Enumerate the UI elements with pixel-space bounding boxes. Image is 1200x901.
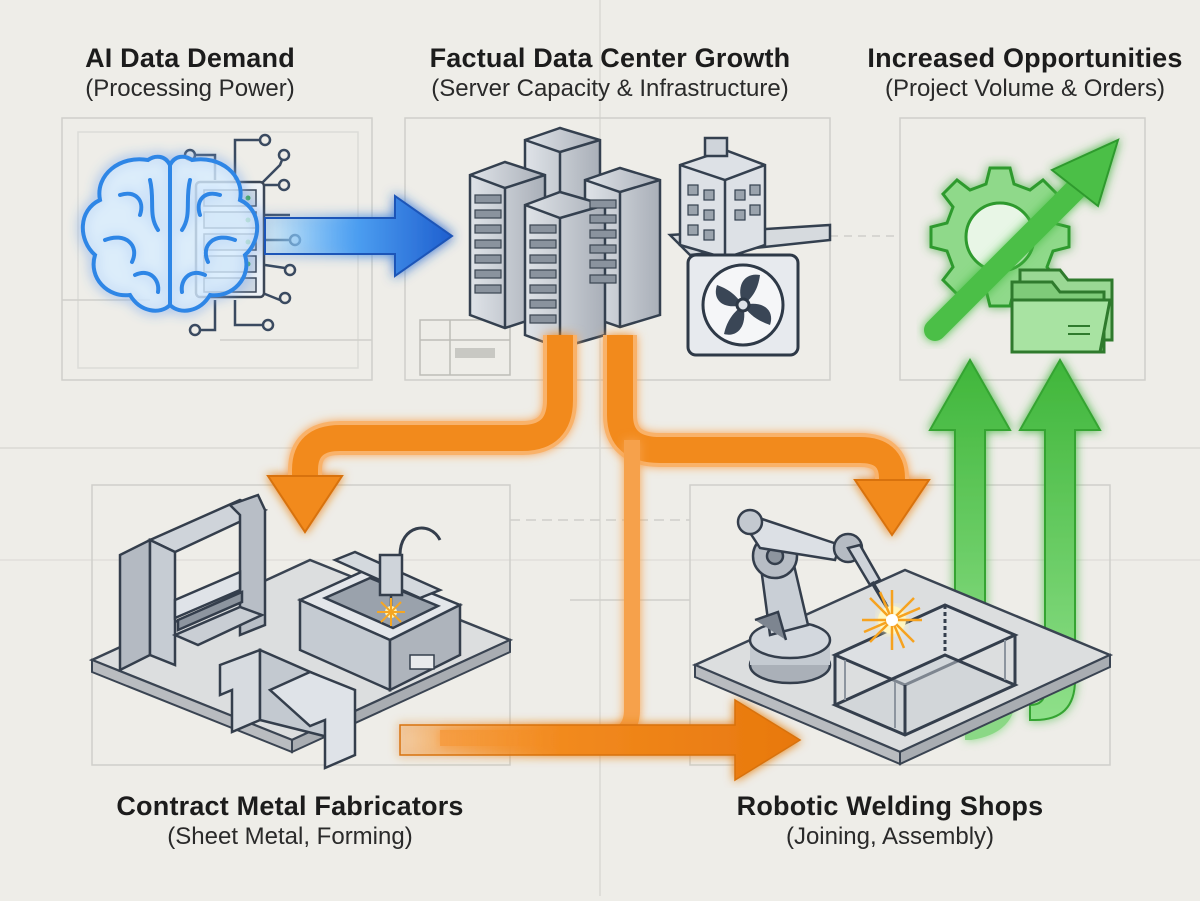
office-building-icon (667, 136, 832, 260)
growth-arrow-icon (924, 138, 1120, 341)
node-fabricators-subtitle: (Sheet Metal, Forming) (167, 823, 413, 850)
datacenter-to-fabricators-arrow (266, 335, 577, 534)
metal-profile-icon (218, 648, 357, 770)
node-welding-subtitle: (Joining, Assembly) (785, 823, 995, 850)
node-opportunities-label: Increased Opportunities (Project Volume … (850, 42, 1200, 104)
brain-icon (80, 154, 260, 313)
node-fabricators-label: Contract Metal Fabricators (Sheet Metal,… (80, 790, 500, 852)
node-opportunities-title: Increased Opportunities (867, 43, 1183, 73)
robot-arm-icon (736, 508, 892, 685)
node-datacenter-label: Factual Data Center Growth (Server Capac… (400, 42, 820, 104)
datacenter-to-welding-arrow (603, 335, 931, 537)
welding-platform (691, 568, 1114, 766)
folders-icon (1010, 268, 1114, 354)
node-opportunities-subtitle: (Project Volume & Orders) (884, 75, 1166, 102)
node-ai-subtitle: (Processing Power) (85, 75, 295, 102)
node-welding-label: Robotic Welding Shops (Joining, Assembly… (690, 790, 1090, 852)
laser-spark-icon (377, 598, 405, 626)
press-brake-icon (118, 493, 269, 673)
node-welding-title: Robotic Welding Shops (736, 791, 1044, 821)
node-datacenter-subtitle: (Server Capacity & Infrastructure) (431, 75, 789, 102)
fabricators-to-welding-arrow (399, 698, 802, 782)
node-datacenter-title: Factual Data Center Growth (429, 43, 791, 73)
node-ai-label: AI Data Demand (Processing Power) (40, 42, 340, 104)
steel-frame-icon (831, 603, 1019, 737)
weld-spark-icon (862, 590, 922, 650)
ai-to-datacenter-arrow (264, 194, 454, 278)
node-ai-title: AI Data Demand (85, 43, 295, 73)
server-slots (474, 194, 617, 324)
server-tower-icon (468, 126, 662, 350)
cooling-fan-icon (686, 253, 800, 357)
node-fabricators-title: Contract Metal Fabricators (116, 791, 464, 821)
